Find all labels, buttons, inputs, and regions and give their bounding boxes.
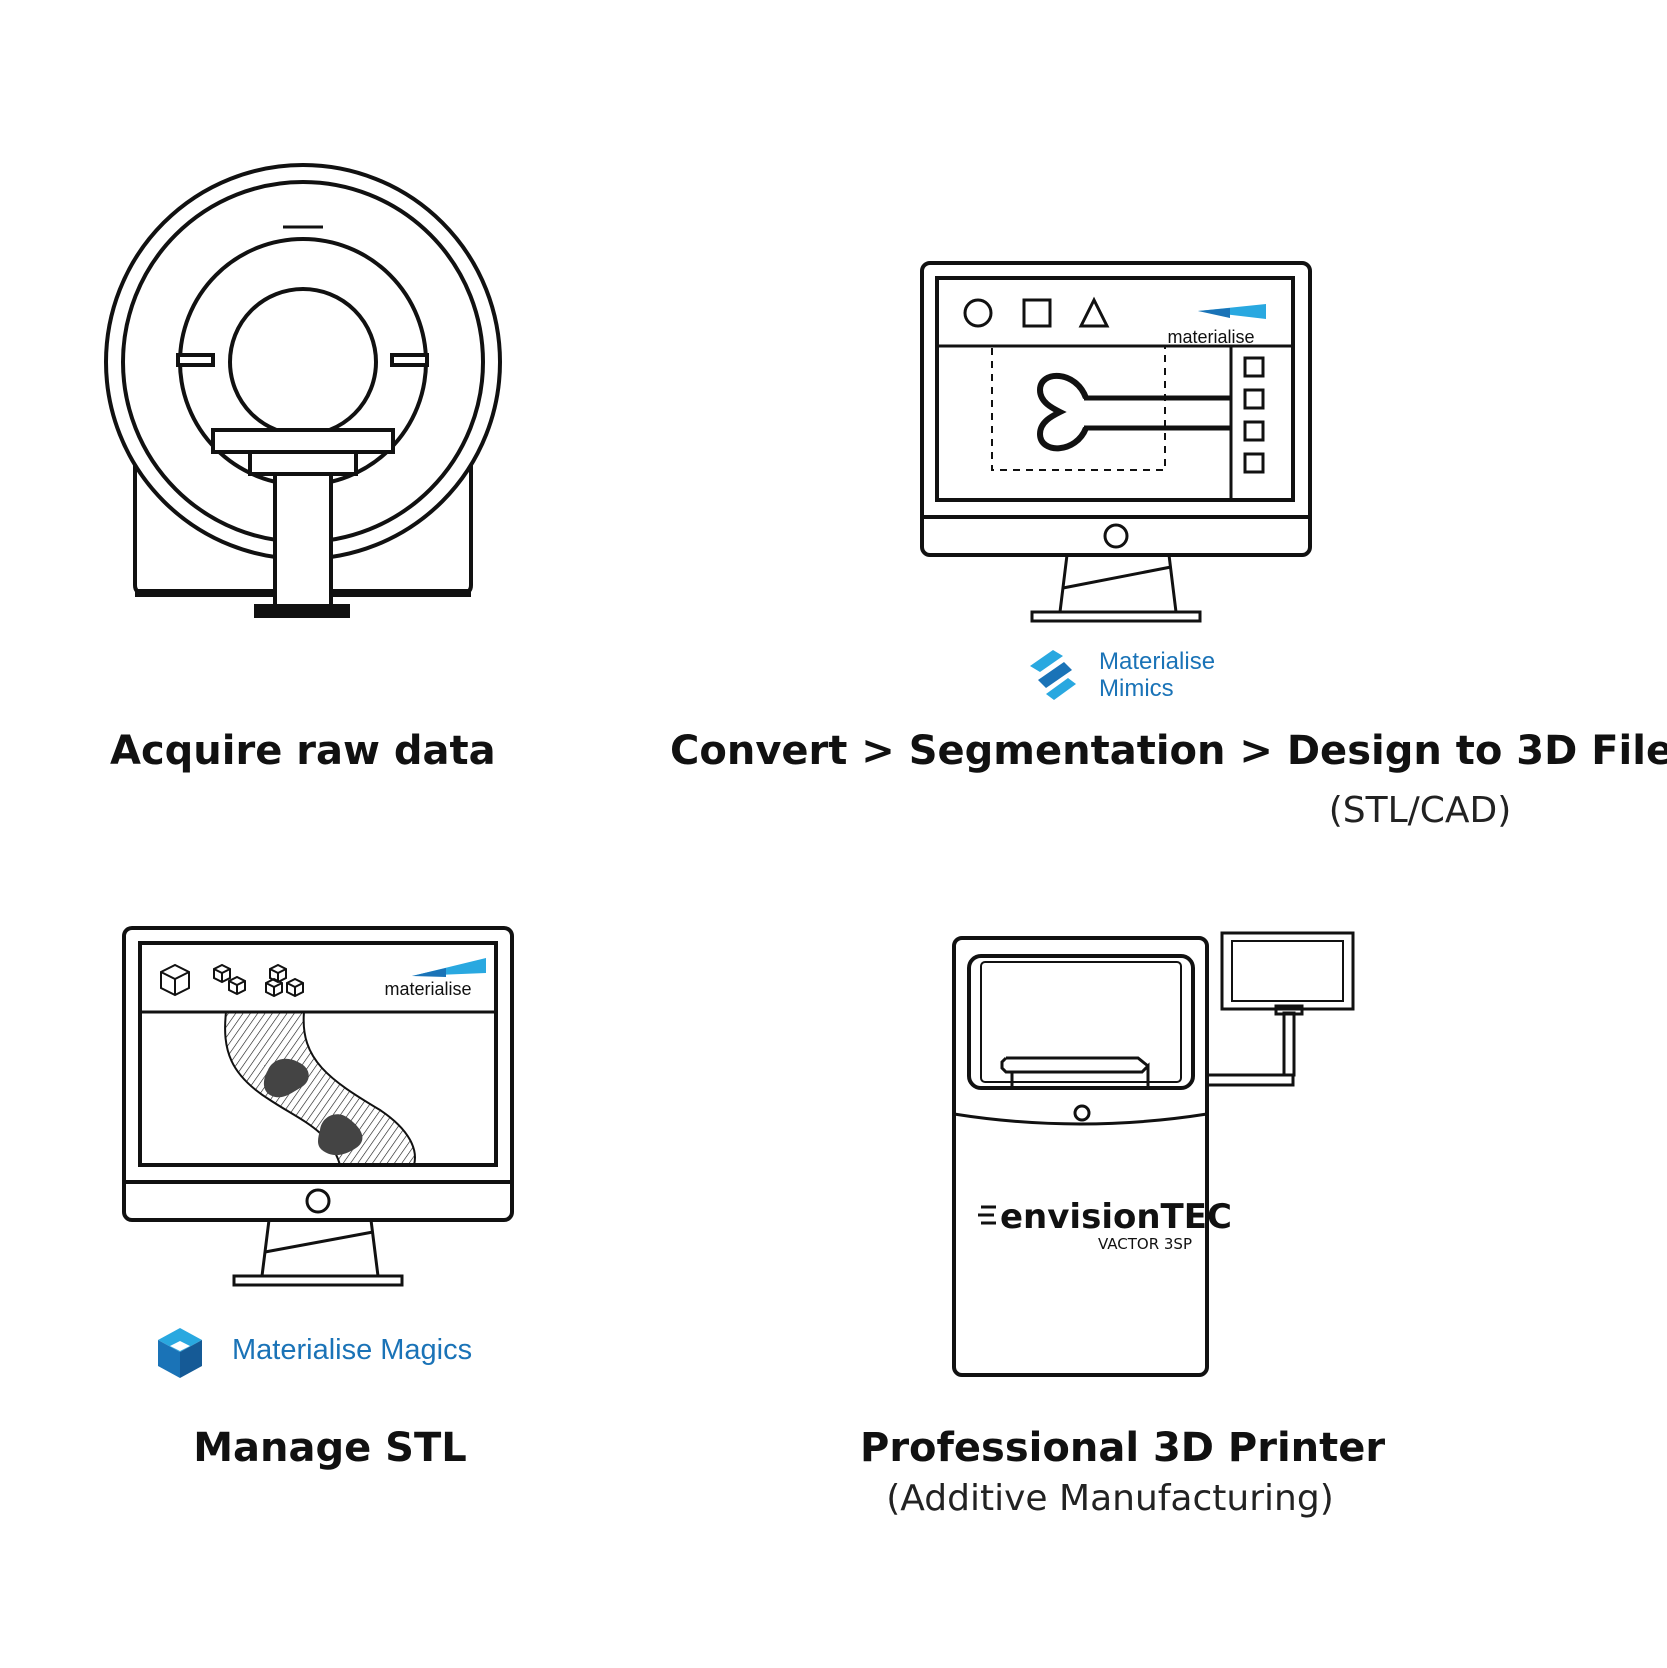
mimics-logo-text: Materialise Mimics <box>1099 648 1215 702</box>
magics-logo-icon <box>158 1328 202 1378</box>
step-3-title: Manage STL <box>193 1425 467 1471</box>
printer-model-text: VACTOR 3SP <box>1098 1235 1192 1253</box>
step-4-title: Professional 3D Printer <box>860 1425 1386 1471</box>
3d-printer-icon <box>952 931 1355 1377</box>
mri-scanner-icon <box>104 163 502 618</box>
step-2-title: Convert > Segmentation > Design to 3D Fi… <box>670 728 1667 774</box>
mimics-logo-line2: Mimics <box>1099 675 1174 702</box>
step-4-subtitle: (Additive Manufacturing) <box>886 1478 1334 1519</box>
step-2-subtitle: (STL/CAD) <box>1328 790 1512 831</box>
materialise-logo-text-1: materialise <box>1167 327 1254 347</box>
step-1-title: Acquire raw data <box>110 728 496 774</box>
monitor-magics-icon <box>122 926 514 1287</box>
envisiontec-logo-text: envisionTEC <box>1000 1197 1232 1237</box>
materialise-logo-text-2: materialise <box>384 979 471 999</box>
magics-logo-text: Materialise Magics <box>232 1334 473 1366</box>
mimics-logo-icon <box>1030 650 1076 700</box>
mimics-logo-line1: Materialise <box>1099 648 1216 675</box>
monitor-mimics-icon <box>920 261 1312 623</box>
